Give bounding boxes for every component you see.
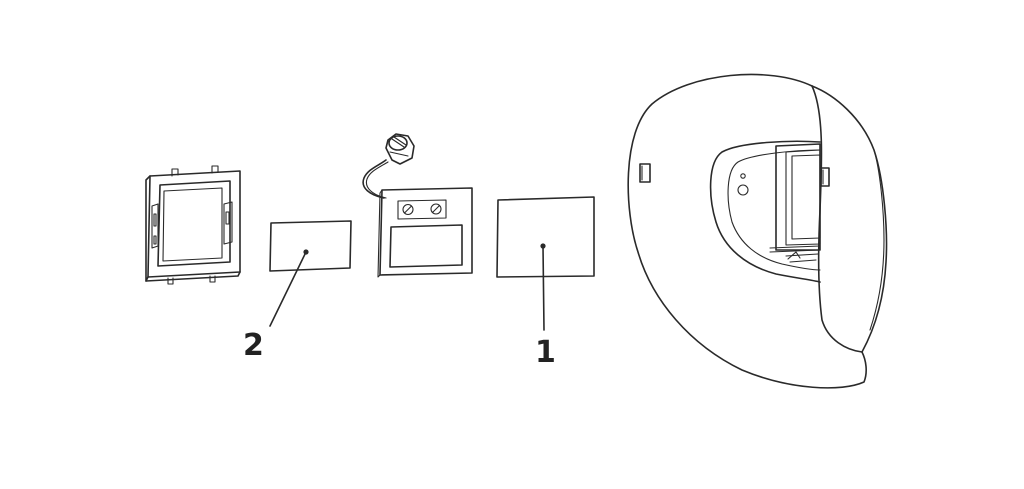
callout-1: 1 — [535, 245, 556, 370]
auto-darkening-filter — [362, 133, 473, 278]
callout-1-label: 1 — [535, 335, 556, 370]
side-slot-right-icon — [820, 167, 830, 187]
callout-1-leader — [542, 245, 545, 331]
callout-2-leader — [269, 251, 307, 327]
shade-knob-icon — [385, 133, 415, 165]
callout-2: 2 — [243, 251, 307, 363]
cartridge-holder-frame — [145, 165, 241, 285]
side-slot-left-icon — [639, 163, 651, 183]
callout-2-label: 2 — [243, 328, 264, 363]
clear-lens-inner — [269, 220, 352, 272]
clear-lens-outer — [496, 196, 595, 278]
welding-helmet-shell — [627, 73, 888, 389]
